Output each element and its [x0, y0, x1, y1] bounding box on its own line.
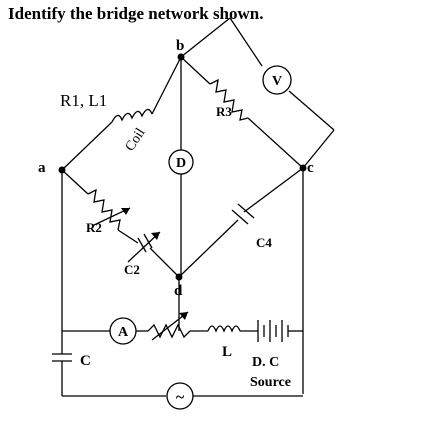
supply-circuit [52, 168, 304, 410]
c4-label: C4 [256, 235, 272, 250]
r3-label: R3 [216, 104, 232, 119]
arm-d-c [178, 167, 304, 278]
node-c-dot [299, 164, 307, 172]
node-d-dot [175, 273, 183, 281]
r1l1-label: R1, L1 [60, 91, 107, 110]
r2-label: R2 [86, 220, 102, 235]
node-a-label: a [38, 160, 46, 176]
arm-b-c [180, 56, 304, 169]
dc-source-label-line1: D. C [252, 355, 279, 370]
ammeter-label: A [118, 325, 129, 340]
detector-label: D [176, 156, 186, 171]
arm-a-b [61, 56, 182, 171]
voltmeter-label: V [272, 74, 282, 89]
arm-a-d [61, 169, 180, 278]
dc-source-label-line2: Source [250, 375, 291, 390]
c2-label: C2 [124, 262, 140, 277]
node-b-dot [177, 53, 185, 61]
inductor-label: L [222, 344, 232, 360]
node-c-label: c [307, 160, 314, 176]
ac-source-icon: ~ [176, 389, 185, 406]
c2-variable-arrow-icon [127, 231, 161, 263]
node-d-label: d [174, 283, 183, 299]
detector-branch [168, 57, 194, 277]
coil-label: Coil [123, 126, 149, 154]
voltmeter-branch [180, 17, 335, 169]
node-b-label: b [176, 38, 184, 54]
voltmeter-circle [262, 65, 292, 95]
question-title: Identify the bridge network shown. [8, 4, 264, 23]
node-a-dot [58, 166, 66, 174]
r2-variable-arrow-icon [91, 207, 131, 227]
capacitor-c-label: C [80, 353, 91, 369]
